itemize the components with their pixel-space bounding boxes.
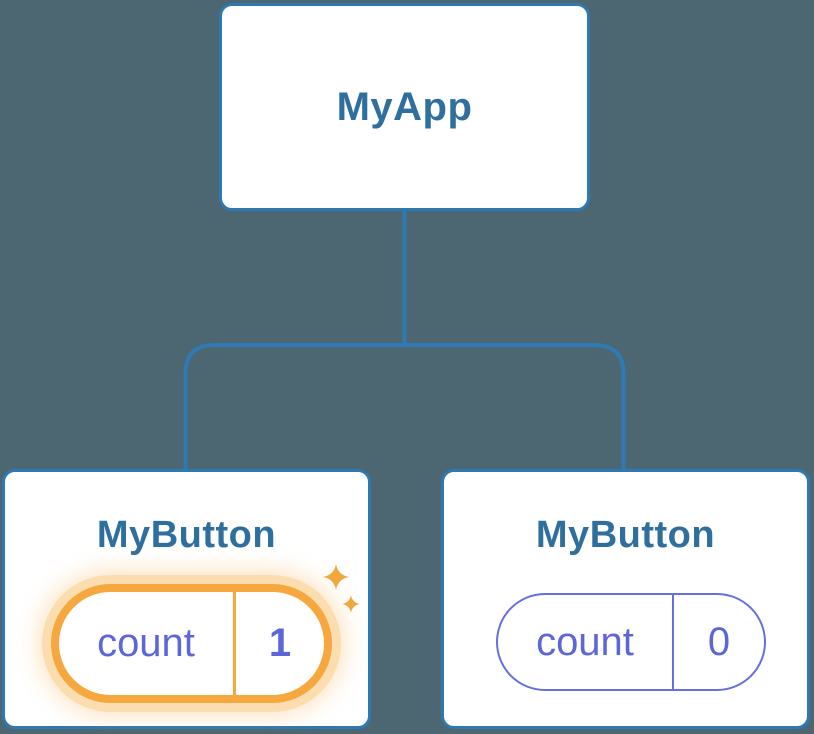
node-label: MyButton — [96, 514, 277, 556]
state-value: 0 — [707, 619, 731, 664]
tree-node-mybutton-2: MyButton count 0 — [441, 469, 810, 729]
tree-node-mybutton-1: MyButton count 1 — [2, 469, 371, 729]
connector-branch — [183, 343, 626, 471]
node-label: MyApp — [336, 84, 473, 129]
state-key: count — [536, 619, 634, 664]
state-pill-highlighted: count 1 — [51, 584, 332, 703]
node-label: MyButton — [535, 514, 716, 556]
state-key: count — [97, 621, 195, 665]
pill-divider — [233, 592, 236, 695]
state-pill: count 0 — [496, 593, 766, 691]
pill-divider — [672, 595, 674, 689]
state-value: 1 — [268, 621, 292, 665]
tree-node-myapp: MyApp — [219, 3, 590, 211]
